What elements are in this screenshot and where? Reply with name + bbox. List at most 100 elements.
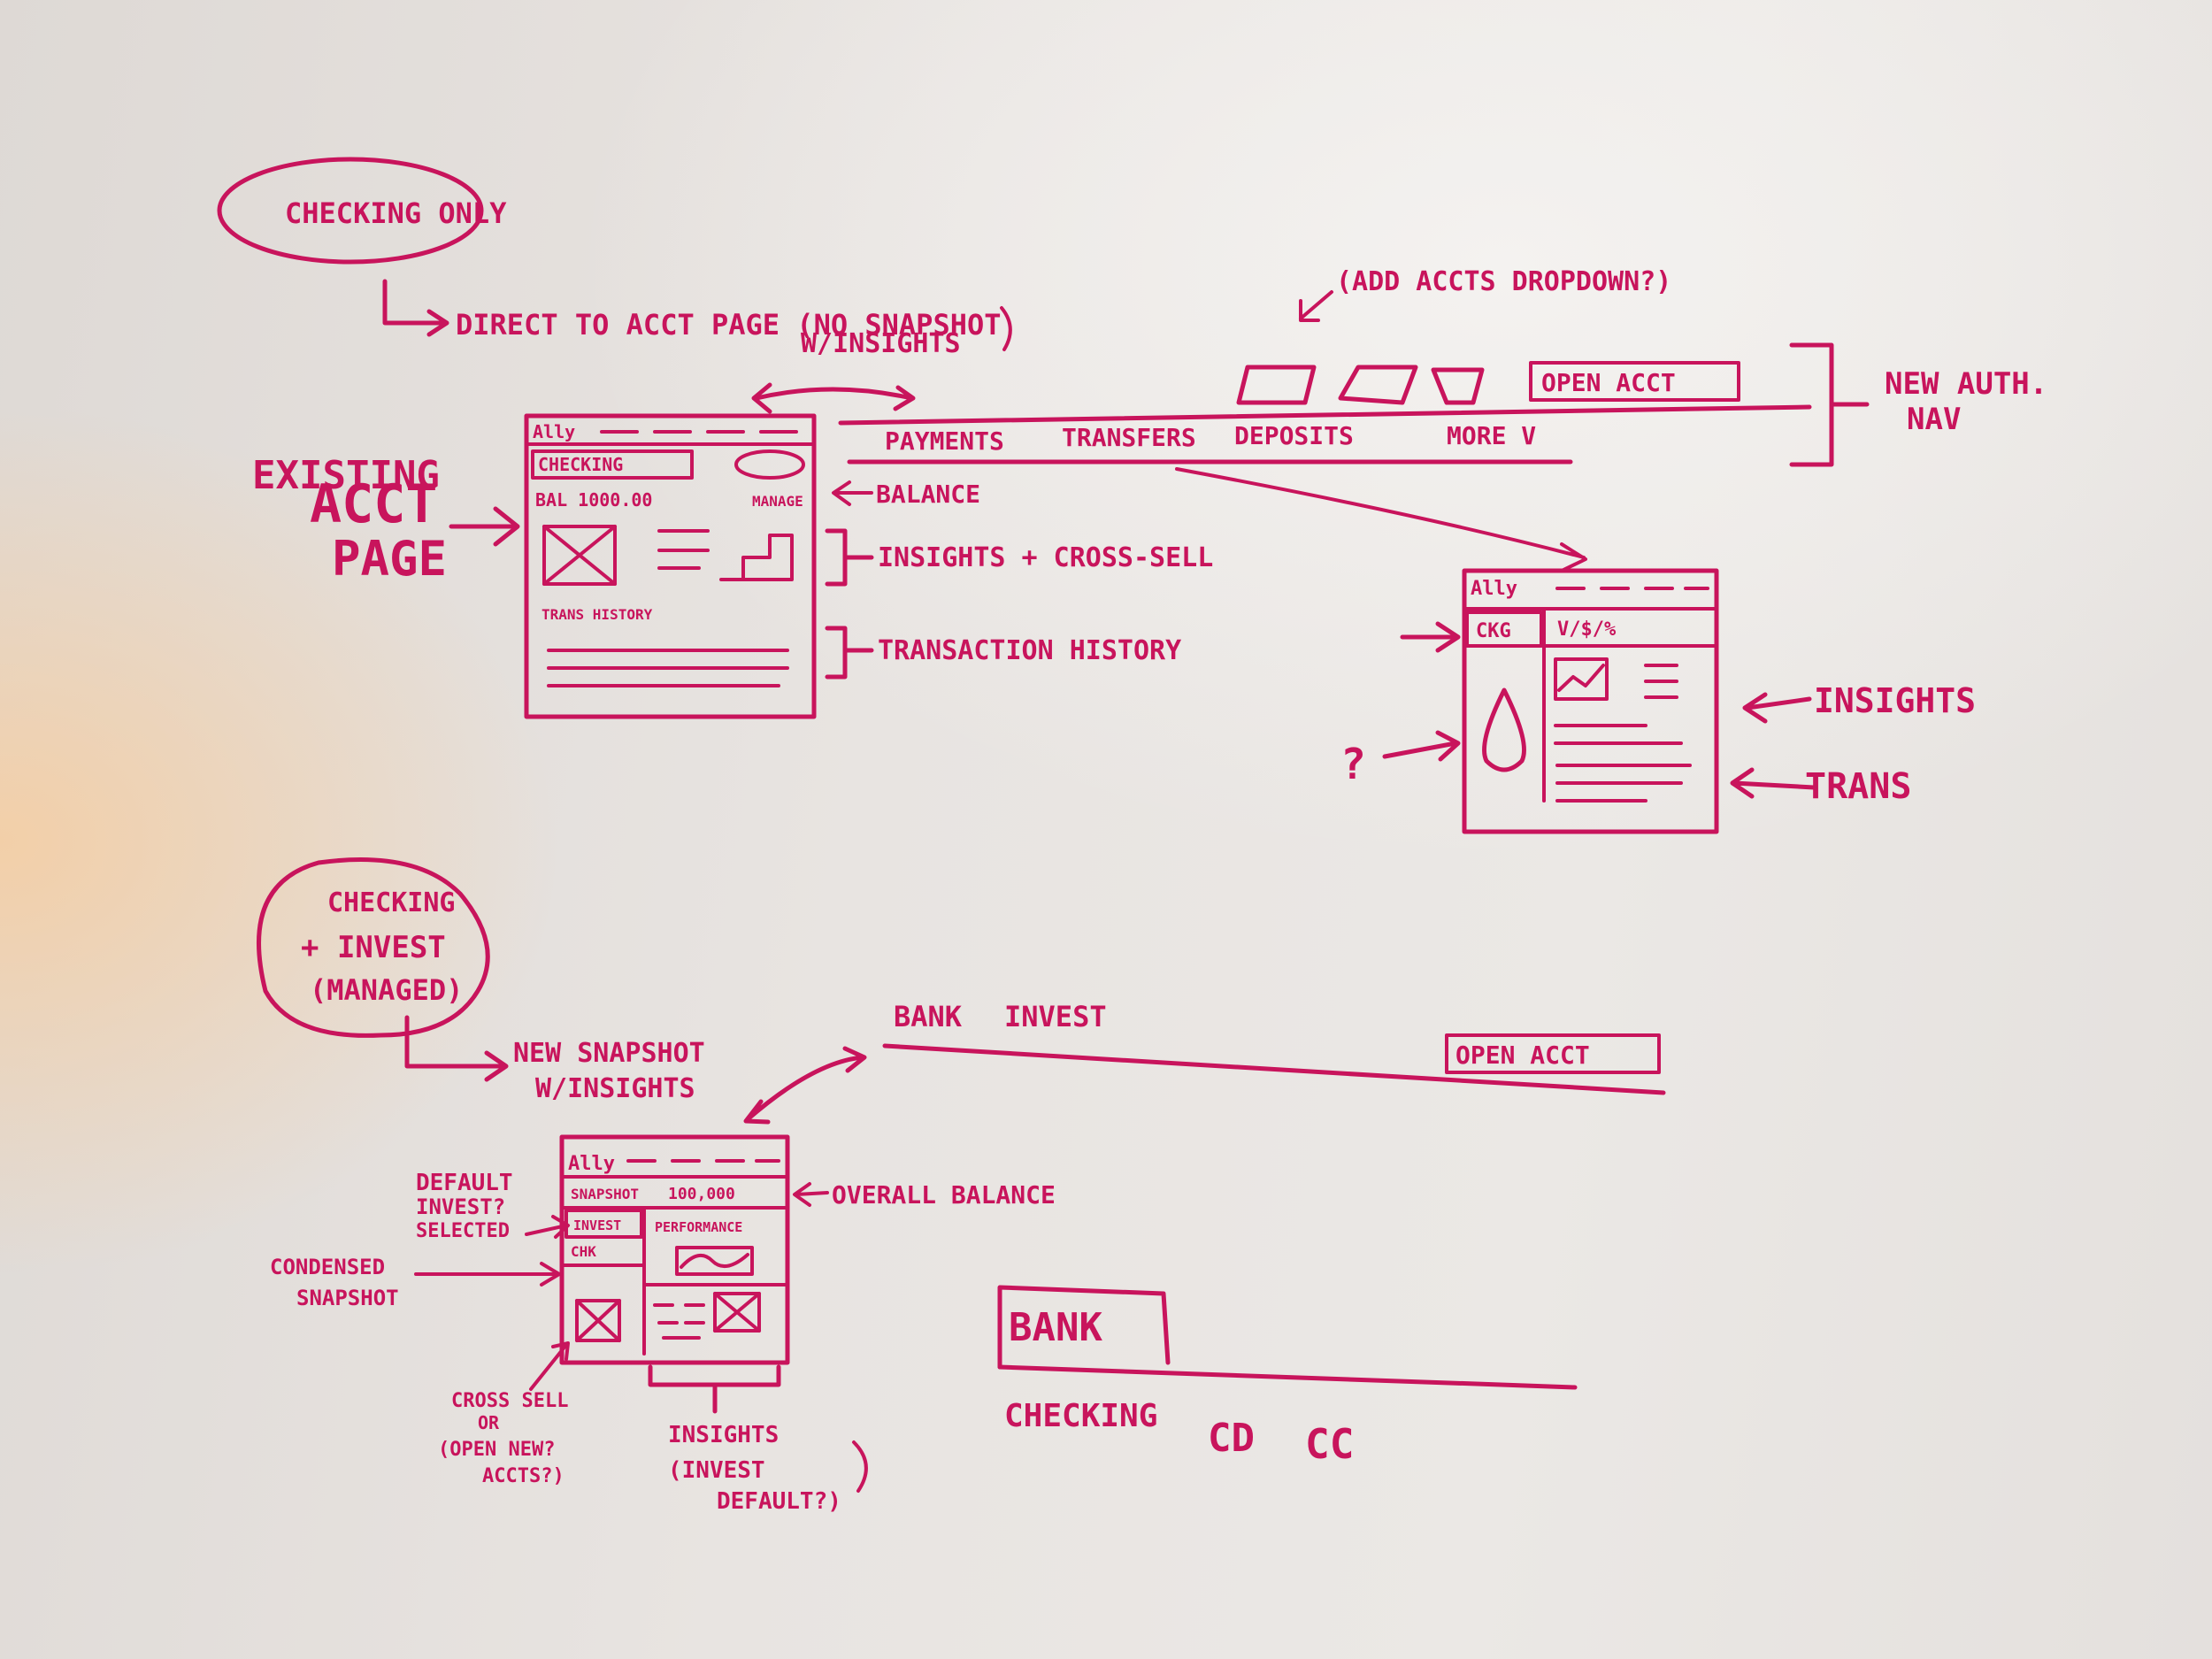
nav-invest: INVEST [1004, 1000, 1107, 1033]
nav-deposits: DEPOSITS [1234, 421, 1354, 450]
dropdown-arrow [1299, 290, 1333, 322]
overall-balance-label: OVERALL BALANCE [832, 1180, 1056, 1210]
dropdown-note: (ADD ACCTS DROPDOWN?) [1336, 266, 1671, 297]
flow-direct-text: DIRECT TO ACCT PAGE (NO SNAPSHOT [456, 308, 1002, 342]
new-auth-nav-label-1: NEW AUTH. [1885, 366, 2047, 402]
default-invest-label-3: SELECTED [416, 1220, 510, 1242]
new-mockup-chart-box [1554, 657, 1609, 701]
checking-invest-label-1: CHECKING [327, 887, 456, 918]
trans-arrow [1730, 767, 1816, 799]
checking-invest-bubble [257, 857, 490, 1038]
trans-label: TRANS [1805, 766, 1911, 807]
mockup-button-bubble [734, 449, 805, 480]
cross-sell-arrow [529, 1341, 570, 1391]
bank-tab-label: BANK [1009, 1305, 1102, 1350]
new-acct-mockup: Ally CKG V/$/% [1462, 568, 1719, 834]
cross-sell-label-3: (OPEN NEW? [438, 1439, 555, 1461]
checking-only-bubble [217, 157, 484, 265]
checking-invest-label-2: + INVEST [301, 930, 446, 965]
mockup-lines [657, 529, 710, 570]
new-mockup-insight-lines [1644, 664, 1678, 699]
new-mockup-logo: Ally [1471, 578, 1517, 600]
new-mockup-chart-line [1557, 664, 1605, 692]
default-invest-label-1: DEFAULT [416, 1170, 513, 1196]
bank-item-cc: CC [1305, 1420, 1354, 1468]
mockup-image-x [542, 525, 617, 586]
mockup-image-box [542, 525, 617, 586]
bank-invest-nav: BANK INVEST OPEN ACCT [882, 1000, 1666, 1095]
condensed-label-1: CONDENSED [270, 1255, 385, 1279]
nav-tab-3 [1431, 367, 1485, 405]
snapshot-insight-box [713, 1292, 761, 1333]
existing-label-3: PAGE [332, 531, 447, 587]
snapshot-frame [559, 1134, 790, 1365]
insights-default-2: (INVEST [668, 1457, 765, 1484]
nav-to-mockup-arrow [1175, 467, 1587, 572]
condensed-arrow [414, 1262, 561, 1286]
existing-arrow [449, 506, 520, 547]
ckg-arrow [1400, 621, 1461, 653]
transaction-annotation: TRANSACTION HISTORY [878, 635, 1181, 666]
existing-label-2: ACCT [310, 473, 438, 535]
mockup-tab: CHECKING [538, 454, 623, 475]
nav-bracket [1789, 342, 1870, 467]
bank-tab-line [997, 1364, 1578, 1390]
trans-bracket [825, 626, 874, 680]
flow-arrow-1 [382, 279, 449, 337]
question-arrow [1382, 730, 1461, 762]
question-label: ? [1340, 740, 1366, 789]
snapshot-cross-box [575, 1299, 621, 1342]
mockup-frame [524, 413, 817, 719]
snapshot-amount: 100,000 [668, 1185, 735, 1203]
snapshot-insight-x [713, 1292, 761, 1333]
insights-label: INSIGHTS [1814, 681, 1976, 720]
insights-annotation: INSIGHTS + CROSS-SELL [878, 542, 1213, 573]
snapshot-insight-lines [653, 1303, 705, 1340]
existing-label-1: EXISTING [252, 453, 440, 498]
snapshot-ck-tab: CHK [571, 1243, 596, 1260]
nav-tab-1 [1236, 365, 1317, 405]
cross-sell-label-4: ACCTS?) [482, 1465, 565, 1487]
mockup-history-lines [547, 649, 789, 687]
new-mockup-right-tab: V/$/% [1557, 618, 1617, 641]
balance-annotation: BALANCE [876, 480, 980, 509]
snapshot-mockup: Ally SNAPSHOT 100,000 INVEST PERFORMANCE… [559, 1134, 790, 1365]
mockup-tab-box [531, 449, 694, 480]
insights-bracket-2 [648, 1364, 781, 1414]
new-auth-nav: (ADD ACCTS DROPDOWN?) OPEN ACCT PAYMENTS… [838, 266, 2047, 467]
new-mockup-left-tab-box [1465, 611, 1543, 648]
snapshot-perf-chart [675, 1246, 754, 1276]
default-invest-label-2: INVEST? [416, 1194, 505, 1219]
new-mockup-drop [1482, 687, 1526, 772]
insights-default-paren [852, 1440, 868, 1493]
nav-tab-2 [1338, 365, 1418, 405]
nav-top-line [838, 404, 1812, 426]
bank-item-checking: CHECKING [1004, 1398, 1157, 1434]
flow-arrow-2 [404, 1015, 509, 1082]
flow-new-snapshot-1: NEW SNAPSHOT [513, 1038, 705, 1069]
mockup-logo: Ally [533, 421, 575, 442]
snapshot-cross-x [575, 1299, 621, 1342]
open-acct-box [1529, 361, 1740, 402]
cross-sell-label-2: OR [478, 1412, 500, 1433]
mockup-stair-chart [719, 534, 794, 581]
snapshot-invest-tab: INVEST [573, 1217, 621, 1233]
snapshot-perf: PERFORMANCE [655, 1219, 742, 1235]
balance-arrow [832, 480, 873, 506]
snapshot-logo: Ally [568, 1153, 615, 1175]
bank-item-cd: CD [1208, 1416, 1255, 1461]
insights-default-1: INSIGHTS [668, 1422, 779, 1448]
open-acct-label: OPEN ACCT [1541, 368, 1676, 397]
insights-default-3: DEFAULT?) [717, 1488, 841, 1515]
compare-arrow-2 [743, 1046, 867, 1125]
insights-bracket [825, 528, 874, 587]
insights-arrow [1742, 692, 1812, 724]
flow-paren [1000, 306, 1012, 351]
compare-arrow [751, 382, 916, 414]
checking-invest-label-3: (MANAGED) [310, 973, 463, 1007]
mockup-history: TRANS HISTORY [541, 606, 653, 623]
invest-nav-line [882, 1043, 1666, 1095]
snapshot-label: SNAPSHOT [571, 1186, 639, 1202]
new-mockup-trans-lines [1554, 724, 1692, 803]
